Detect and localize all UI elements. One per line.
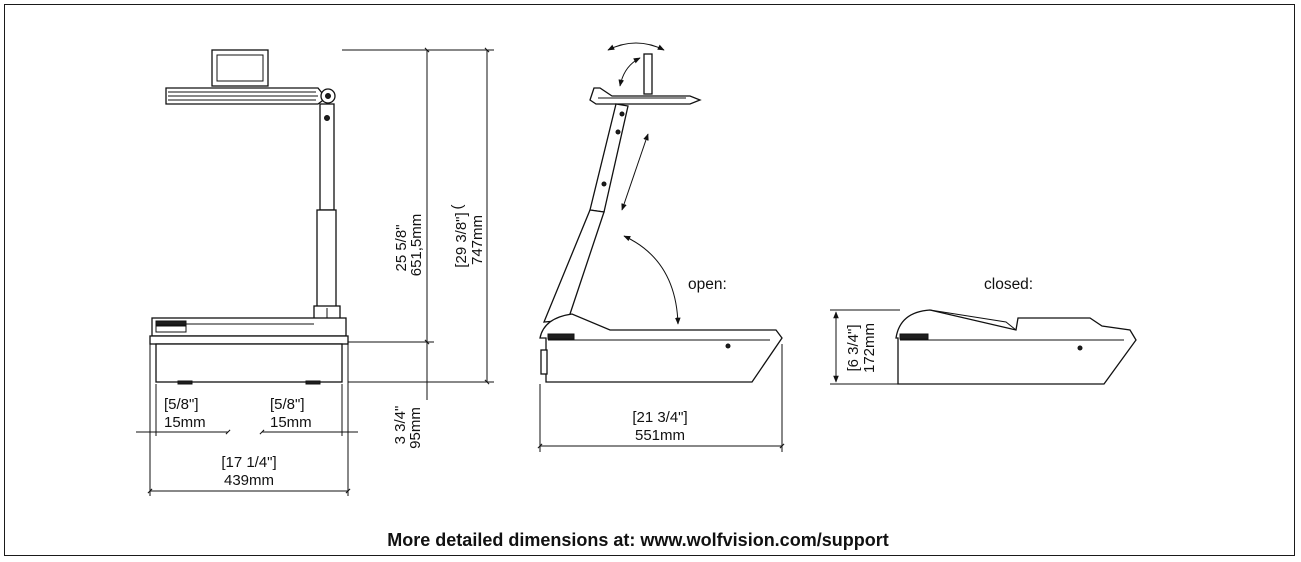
front-base-metric: 95mm xyxy=(407,407,424,449)
footer-link-text: More detailed dimensions at: www.wolfvis… xyxy=(387,530,888,550)
front-monitor xyxy=(211,49,269,87)
side-view-closed: closed: [6 3/4"] 172mm xyxy=(830,276,1137,385)
side-base xyxy=(539,313,783,383)
side-lower-arm xyxy=(542,209,605,323)
front-foot-left-metric: 15mm xyxy=(164,414,206,431)
front-lower-column xyxy=(316,209,337,311)
front-width-imperial: [17 1/4"] xyxy=(221,454,276,471)
side-view-open: open: [21 3/4"] 551mm xyxy=(537,42,785,452)
side-open-label: open: xyxy=(688,276,727,293)
front-height-metric: 651,5mm xyxy=(408,214,425,277)
side-monitor xyxy=(643,53,653,95)
front-foot-left-imperial: [5/8"] xyxy=(164,396,199,413)
front-base-body xyxy=(155,343,343,383)
front-view-camera xyxy=(149,49,349,385)
closed-body xyxy=(895,309,1137,385)
front-maxheight-imperial: [29 3/8"] xyxy=(453,212,470,267)
front-foot-right-metric: 15mm xyxy=(270,414,312,431)
front-foot-right-imperial: [5/8"] xyxy=(270,396,305,413)
side-camera-head xyxy=(589,87,702,105)
svg-text:(: ( xyxy=(449,205,466,210)
side-closed-label: closed: xyxy=(984,276,1033,293)
side-depth-imperial: [21 3/4"] xyxy=(632,409,687,426)
front-dimensions: 25 5/8" 651,5mm ( [29 3/8"] 747mm 3 3/4"… xyxy=(136,47,494,496)
front-height-imperial: 25 5/8" xyxy=(393,224,410,271)
front-base-top xyxy=(149,335,349,345)
side-upper-arm xyxy=(589,103,629,213)
closed-height-imperial: [6 3/4"] xyxy=(845,324,862,371)
front-maxheight-metric: 747mm xyxy=(469,215,486,265)
front-base-imperial: 3 3/4" xyxy=(392,406,409,445)
side-depth-metric: 551mm xyxy=(635,427,685,444)
front-width-metric: 439mm xyxy=(224,472,274,489)
closed-height-metric: 172mm xyxy=(861,323,878,373)
